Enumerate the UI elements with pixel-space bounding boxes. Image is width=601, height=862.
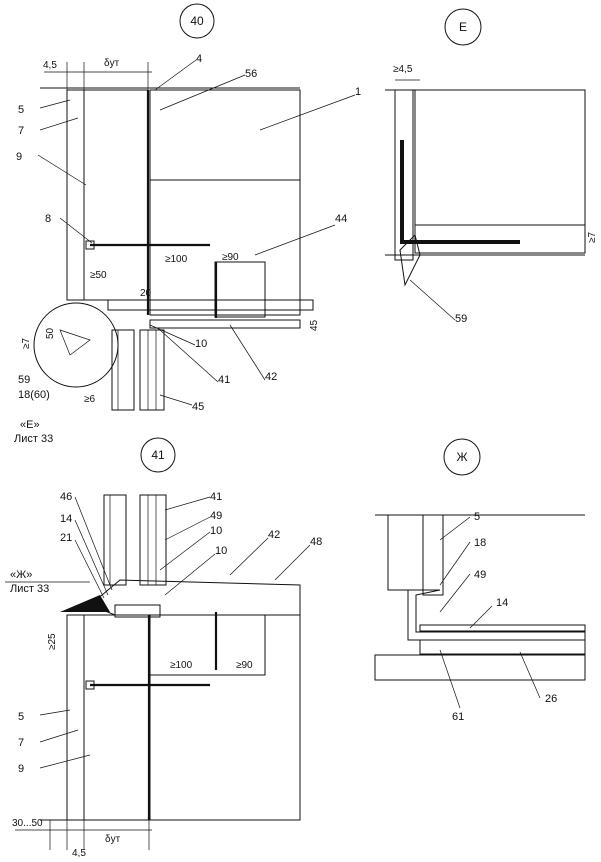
drawing-label: 14 [60,513,72,525]
drawing-label: 41 [210,491,222,503]
drawing-label: 18(60) [18,389,50,401]
drawing-label: 26 [545,693,557,705]
drawing-label: ≥50 [90,270,107,281]
drawing-label: 9 [18,763,24,775]
detail-41-title: 41 [151,448,165,462]
d40-insulation [83,89,149,301]
drawing-label: ≥7 [587,232,598,243]
drawing-label: 9 [16,151,22,163]
d40-lintel [149,179,301,316]
drawing-label: 14 [496,597,508,609]
drawing-label: ≥25 [47,633,58,650]
drawing-label: 10 [210,525,222,537]
drawing-label: ≥100 [165,254,188,265]
drawing-label: 5 [474,511,480,523]
drawing-label: 1 [355,86,361,98]
drawing-label: ≥6 [84,394,95,405]
drawing-label: 46 [60,491,72,503]
drawing-label: ≥4,5 [393,64,413,75]
detail-E: Е ≥4,5 ≥7 59 [385,8,598,325]
drawing-label: 42 [268,529,280,541]
drawing-label: 7 [18,125,24,137]
drawing-label: 56 [245,68,257,80]
drawing-label: 21 [60,532,72,544]
drawing-label: ≥100 [170,660,193,671]
d40-plaster [66,89,85,301]
d41-ref-sheet: Лист 33 [10,583,49,595]
drawing-label: 10 [195,338,207,350]
drawing-label: 7 [18,737,24,749]
drawing-label: 45 [192,401,204,413]
drawing-label: 4,5 [72,848,86,859]
drawing-label: 5 [18,711,24,723]
d40-dim-45: 4,5 [43,60,57,71]
drawing-label: 8 [45,213,51,225]
d40-ref-mark: «Е» [20,419,40,431]
drawing-label: ≥90 [236,660,253,671]
detail-40-title: 40 [190,14,204,28]
drawing-label: 59 [18,374,30,386]
detail-E-title: Е [459,20,467,34]
drawing-label: δут [105,834,121,845]
drawing-label: 41 [218,374,230,386]
drawing-label: 18 [474,537,486,549]
detail-Zh: Ж 5 18 49 14 61 26 [374,438,586,723]
d40-dim-delta: δут [104,58,120,69]
drawing-label: 49 [474,569,486,581]
d41-ref-mark: «Ж» [10,569,32,581]
drawing-label: 5 [18,104,24,116]
drawing-label: ≥7 [21,338,32,349]
drawing-label: 30...50 [12,818,43,829]
drawing-label: 20 [140,288,152,299]
drawing-label: 44 [335,213,347,225]
drawing-label: 4 [196,53,202,65]
drawing-label: 59 [455,313,467,325]
detail-Zh-title: Ж [456,450,467,464]
drawing-label: ≥90 [222,252,239,263]
drawing-label: 48 [310,536,322,548]
drawing-label: 49 [210,510,222,522]
drawing-label: 50 [45,327,56,339]
d40-ref-sheet: Лист 33 [14,433,53,445]
drawing-label: 10 [215,545,227,557]
drawing-label: 45 [309,319,320,331]
detail-41: 41 46 41 14 49 21 10 10 [5,437,322,859]
detail-40: 40 4,5 δут 5 [14,3,361,445]
drawing-label: 42 [265,371,277,383]
drawing-label: 61 [452,711,464,723]
